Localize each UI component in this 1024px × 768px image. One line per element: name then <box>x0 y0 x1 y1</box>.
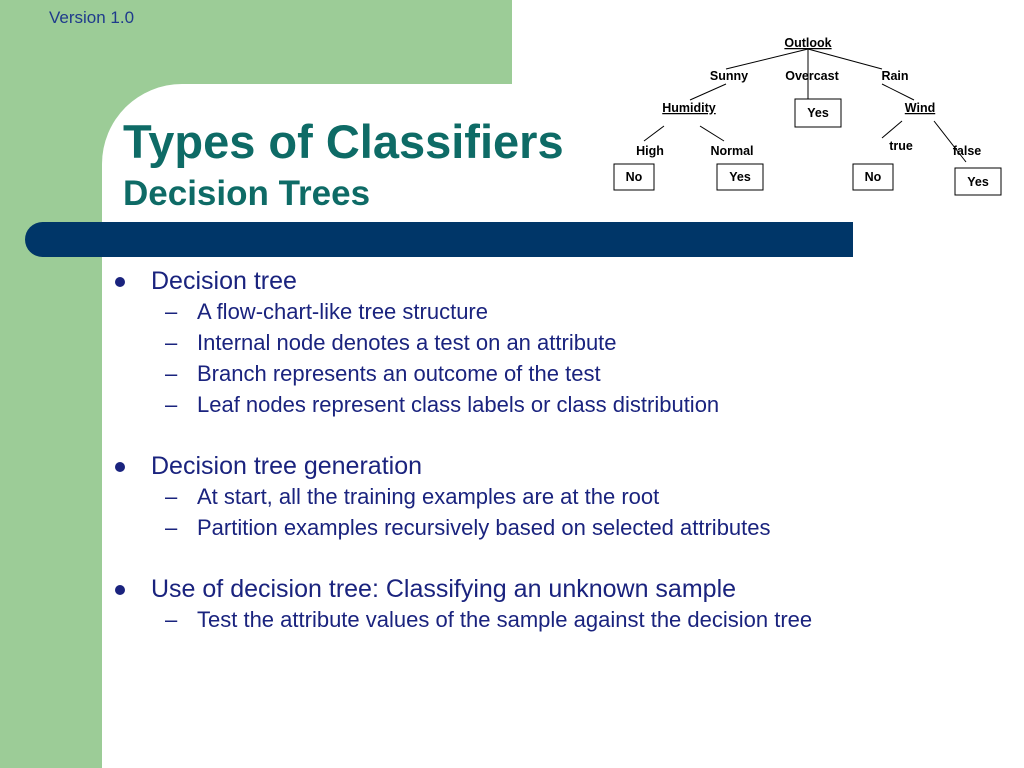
sub-bullet-item: –Leaf nodes represent class labels or cl… <box>115 389 1005 420</box>
bullet-dot-icon <box>115 585 125 595</box>
sub-bullet-text: Branch represents an outcome of the test <box>197 361 601 386</box>
leaf-yes-false: Yes <box>967 175 989 189</box>
dash-icon: – <box>165 299 178 324</box>
decision-tree-diagram: Outlook Sunny Overcast Rain Humidity Win… <box>613 36 1002 196</box>
white-rounded-corner <box>102 84 522 244</box>
slide-subtitle: Decision Trees <box>123 174 371 213</box>
leaf-box-no-high <box>613 163 655 191</box>
sub-bullet-text: A flow-chart-like tree structure <box>197 299 488 324</box>
wind-node-label: Wind <box>905 101 935 115</box>
slide-title: Types of Classifiers <box>123 115 564 168</box>
version-label: Version 1.0 <box>49 8 135 27</box>
sub-bullet-item: –Partition examples recursively based on… <box>115 512 1005 543</box>
leaf-no-high: No <box>626 170 643 184</box>
sub-bullet-text: Leaf nodes represent class labels or cla… <box>197 392 720 417</box>
bullet-item: Decision tree <box>115 266 1005 296</box>
leaf-box-yes-false <box>954 167 1002 196</box>
bullet-text: Use of decision tree: Classifying an unk… <box>151 575 737 603</box>
dash-icon: – <box>165 392 178 417</box>
bullet-dot-icon <box>115 462 125 472</box>
slide-content: Decision tree –A flow-chart-like tree st… <box>115 266 1005 635</box>
branch-normal-label: Normal <box>710 144 753 158</box>
dash-icon: – <box>165 607 178 632</box>
bullet-text: Decision tree generation <box>151 452 422 480</box>
sub-bullet-text: Partition examples recursively based on … <box>197 515 771 540</box>
leaf-yes-overcast: Yes <box>807 106 829 120</box>
branch-true-label: true <box>889 139 913 153</box>
bullet-dot-icon <box>115 277 125 287</box>
dash-icon: – <box>165 330 178 355</box>
branch-false-label: false <box>953 144 982 158</box>
branch-high-label: High <box>636 144 664 158</box>
branch-rain-label: Rain <box>881 69 908 83</box>
leaf-yes-normal: Yes <box>729 170 751 184</box>
sub-bullet-item: –Test the attribute values of the sample… <box>115 604 1005 635</box>
bullet-text: Decision tree <box>151 267 297 295</box>
sub-bullet-item: –A flow-chart-like tree structure <box>115 296 1005 327</box>
sub-bullet-item: –Branch represents an outcome of the tes… <box>115 358 1005 389</box>
sub-bullet-item: –Internal node denotes a test on an attr… <box>115 327 1005 358</box>
bullet-item: Decision tree generation <box>115 451 1005 481</box>
sub-bullet-text: Test the attribute values of the sample … <box>197 607 813 632</box>
leaf-box-yes-overcast <box>794 98 842 128</box>
bullet-item: Use of decision tree: Classifying an unk… <box>115 574 1005 604</box>
leaf-no-true: No <box>865 170 882 184</box>
branch-overcast-label: Overcast <box>785 69 839 83</box>
sub-bullet-text: Internal node denotes a test on an attri… <box>197 330 617 355</box>
leaf-box-no-true <box>852 163 894 191</box>
tree-root-label: Outlook <box>784 36 831 50</box>
dash-icon: – <box>165 515 178 540</box>
leaf-box-yes-normal <box>716 163 764 191</box>
green-left-strip <box>0 0 102 768</box>
humidity-node-label: Humidity <box>662 101 716 115</box>
sub-bullet-item: –At start, all the training examples are… <box>115 481 1005 512</box>
sub-bullet-text: At start, all the training examples are … <box>197 484 660 509</box>
dash-icon: – <box>165 484 178 509</box>
dash-icon: – <box>165 361 178 386</box>
header-divider-bar <box>25 222 853 257</box>
branch-sunny-label: Sunny <box>710 69 748 83</box>
